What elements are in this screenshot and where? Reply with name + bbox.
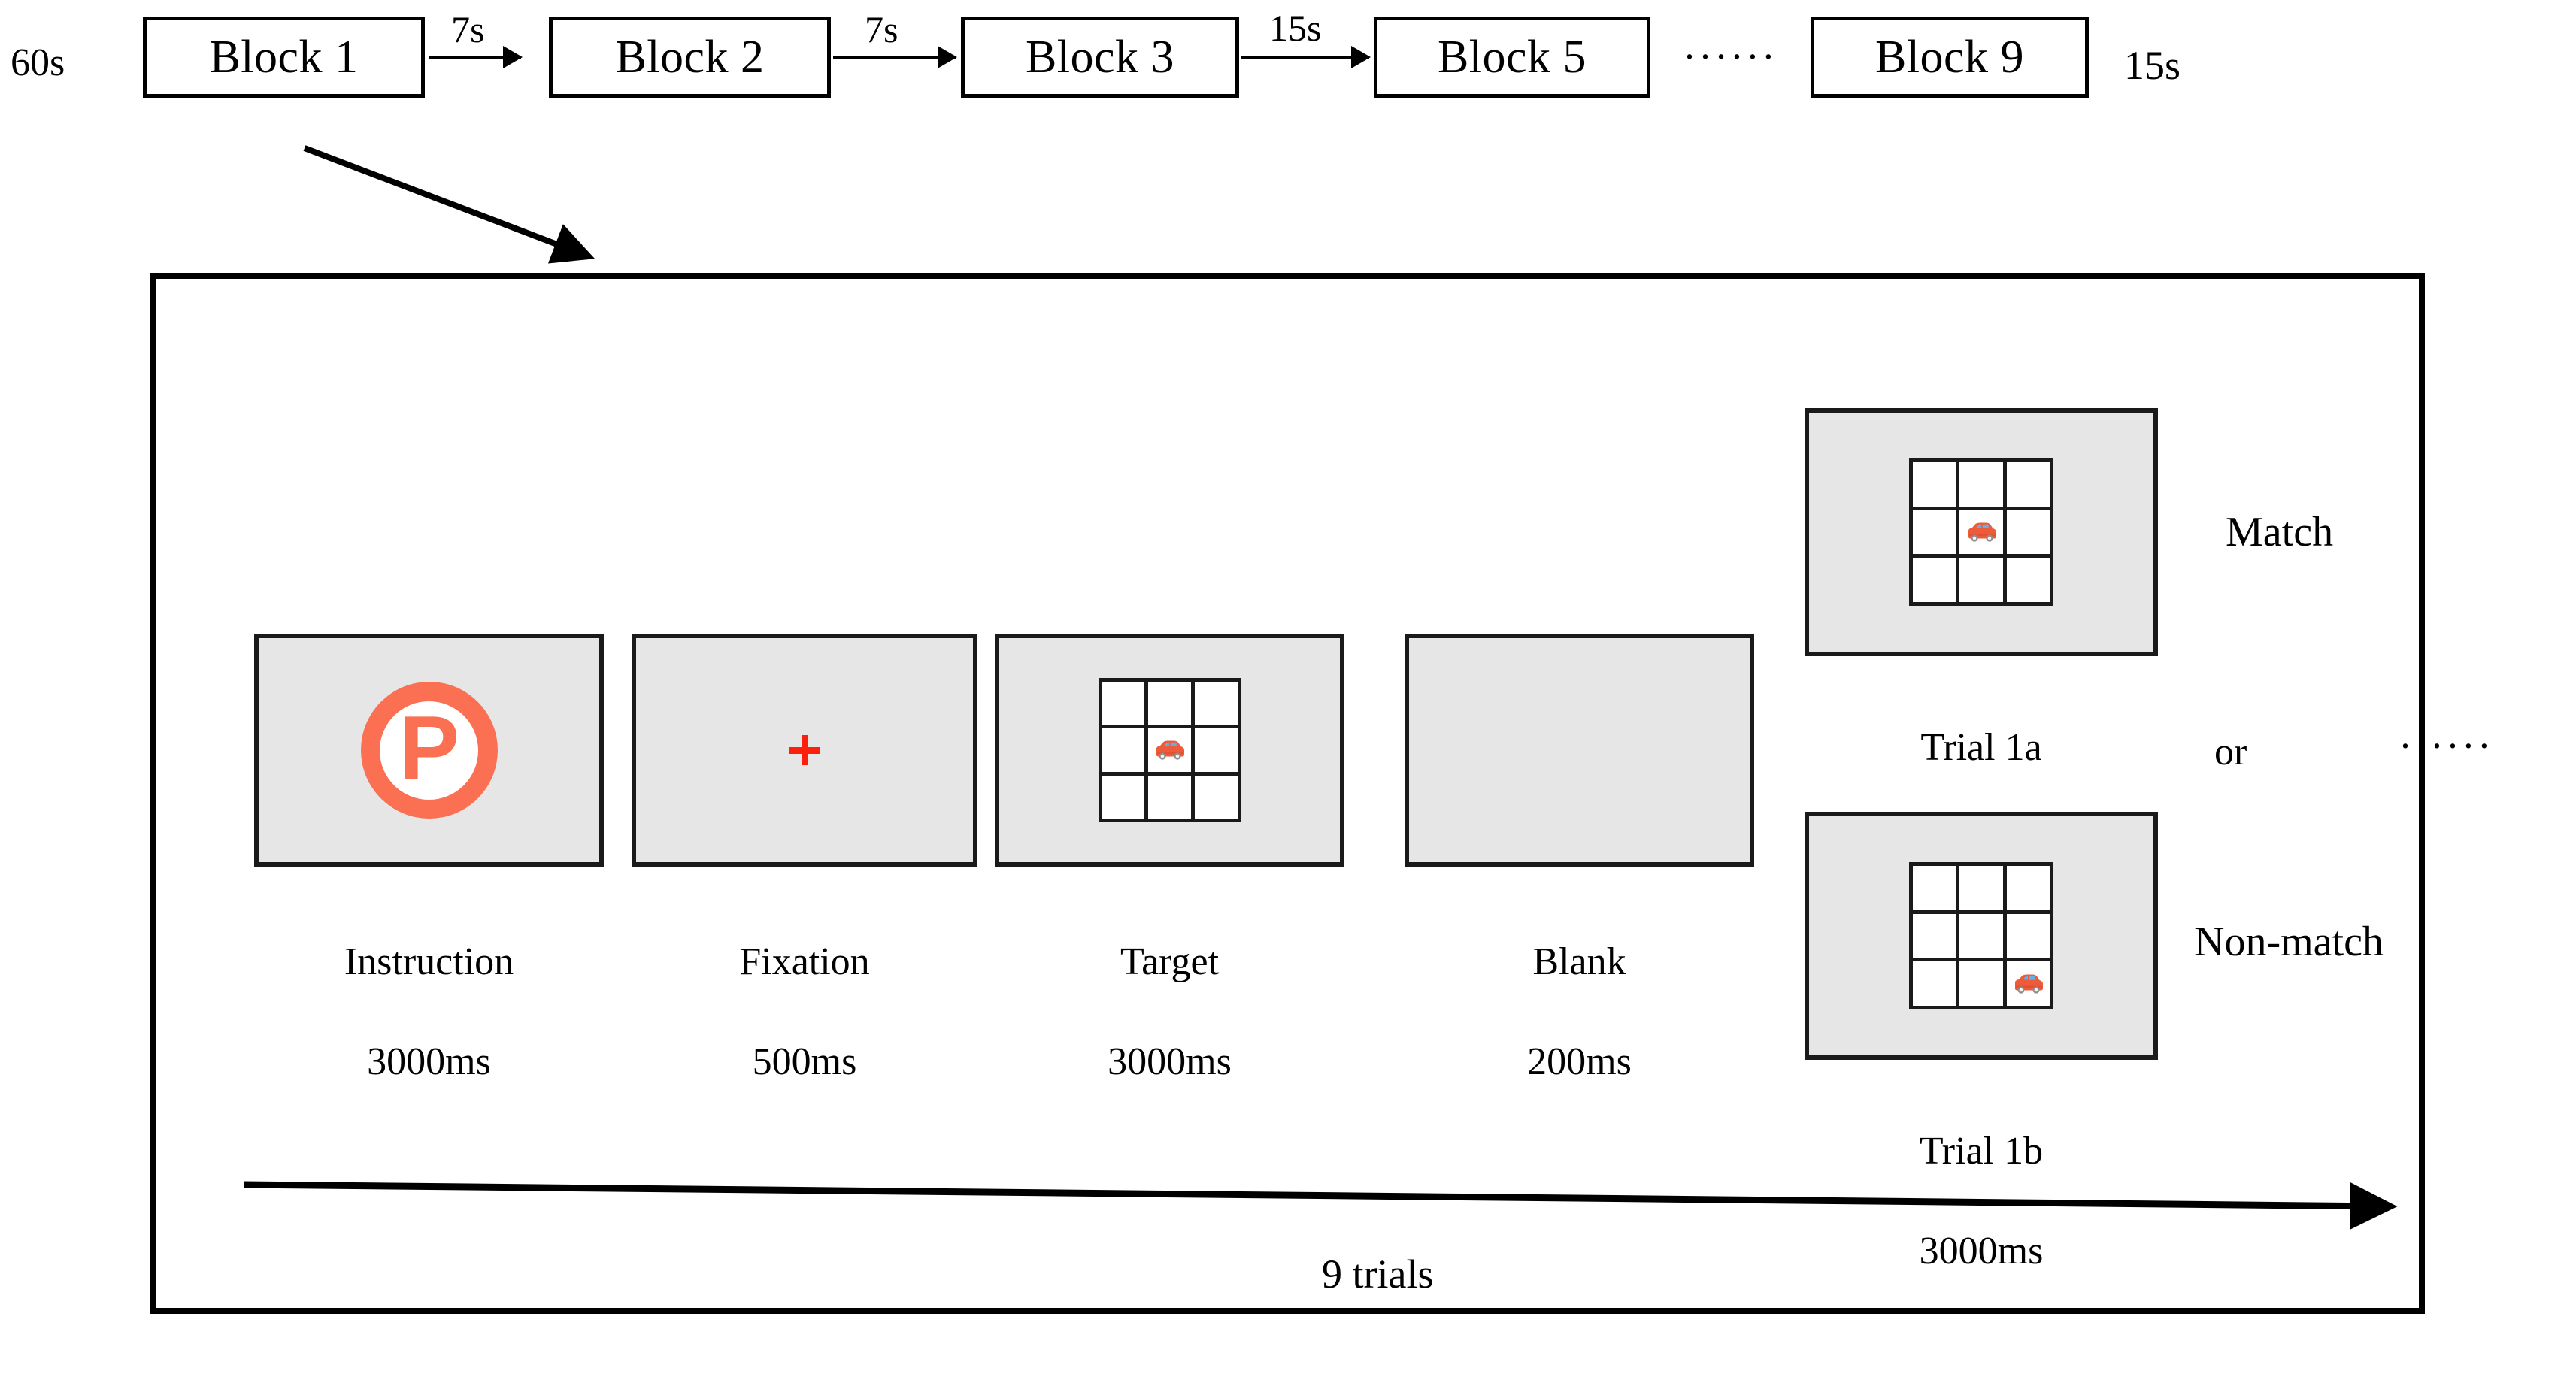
caption-name: Trial 1a [1920, 725, 2042, 769]
grid-cell-9 [2006, 961, 2050, 1006]
trial-ellipsis: ······ [2399, 723, 2493, 768]
block-connector-2 [833, 56, 956, 59]
caption-duration: 3000ms [1108, 1040, 1232, 1083]
stimulus-grid-target [1098, 678, 1241, 822]
caption-duration: 3000ms [1919, 1229, 2044, 1273]
screen-target [995, 634, 1344, 867]
caption-blank: Blank 200ms [1405, 887, 1754, 1137]
sequence-ellipsis: ······ [1683, 34, 1777, 79]
grid-cell-5 [1148, 728, 1191, 772]
grid-cell-3 [2006, 866, 2050, 910]
grid-cell-1 [1913, 866, 1956, 910]
grid-cell-4 [1913, 913, 1956, 958]
screen-fixation [632, 634, 977, 867]
grid-cell-7 [1913, 558, 1956, 602]
caption-name: Trial 1b [1919, 1129, 2044, 1173]
caption-target: Target 3000ms [995, 887, 1344, 1137]
caption-trial-1b: Trial 1b 3000ms [1805, 1076, 2158, 1327]
grid-cell-9 [1194, 775, 1238, 819]
outcome-label-match: Match [2226, 509, 2334, 555]
outcome-label-non-match: Non-match [2194, 918, 2384, 965]
caption-name: Instruction [344, 940, 514, 983]
sequence-tail-label: 15s [2124, 43, 2181, 88]
trials-count-label: 9 trials [1322, 1251, 1434, 1297]
grid-cell-8 [1959, 961, 2003, 1006]
grid-cell-2 [1959, 462, 2003, 507]
expand-arrow [303, 145, 596, 264]
car-icon [2015, 974, 2044, 994]
grid-cell-9 [2006, 558, 2050, 602]
caption-fixation: Fixation 500ms [632, 887, 977, 1137]
caption-name: Fixation [739, 940, 870, 983]
interval-label-2: 7s [865, 8, 899, 50]
grid-cell-2 [1148, 682, 1191, 725]
stimulus-grid-trial-1a [1909, 458, 2053, 606]
grid-cell-8 [1959, 558, 2003, 602]
grid-cell-7 [1913, 961, 1956, 1006]
stimulus-grid-trial-1b [1909, 862, 2053, 1009]
grid-cell-6 [2006, 510, 2050, 555]
interval-label-1: 7s [451, 8, 485, 50]
trials-progress-arrow [243, 1181, 2398, 1230]
caption-instruction: Instruction 3000ms [254, 887, 604, 1137]
grid-cell-2 [1959, 866, 2003, 910]
sequence-lead-label: 60s [11, 41, 65, 84]
grid-cell-6 [1194, 728, 1238, 772]
parking-sign-icon: P [360, 682, 498, 819]
grid-cell-5 [1959, 510, 2003, 555]
grid-cell-8 [1148, 775, 1191, 819]
caption-duration: 3000ms [367, 1040, 491, 1083]
block-label: Block 2 [615, 32, 765, 83]
caption-name: Blank [1532, 940, 1626, 983]
caption-duration: 500ms [752, 1040, 857, 1083]
grid-cell-1 [1102, 682, 1145, 725]
grid-cell-5 [1959, 913, 2003, 958]
interval-label-3: 15s [1269, 7, 1322, 49]
grid-cell-6 [2006, 913, 2050, 958]
block-label: Block 1 [209, 32, 359, 83]
screen-trial-1a [1805, 408, 2158, 656]
parking-sign-inner: P [380, 701, 478, 800]
grid-cell-3 [2006, 462, 2050, 507]
screen-blank [1405, 634, 1754, 867]
grid-cell-7 [1102, 775, 1145, 819]
grid-cell-4 [1913, 510, 1956, 555]
block-label: Block 3 [1025, 32, 1175, 83]
block-box-3: Block 3 [961, 17, 1239, 98]
block-box-9: Block 9 [1811, 17, 2089, 98]
car-icon [1156, 740, 1185, 760]
block-box-1: Block 1 [143, 17, 425, 98]
or-label: or [2214, 731, 2247, 773]
block-label: Block 9 [1874, 32, 2025, 83]
block-box-5: Block 5 [1374, 17, 1650, 98]
parking-letter: P [398, 697, 460, 799]
grid-cell-3 [1194, 682, 1238, 725]
caption-name: Target [1120, 940, 1220, 983]
grid-cell-1 [1913, 462, 1956, 507]
block-label: Block 5 [1437, 32, 1587, 83]
car-icon [1968, 522, 1996, 542]
grid-cell-4 [1102, 728, 1145, 772]
block-connector-3 [1241, 56, 1369, 59]
caption-duration: 200ms [1527, 1040, 1632, 1083]
block-box-2: Block 2 [549, 17, 831, 98]
block-connector-1 [429, 56, 521, 59]
screen-trial-1b [1805, 812, 2158, 1060]
screen-instruction: P [254, 634, 604, 867]
fixation-cross-icon [789, 735, 820, 765]
